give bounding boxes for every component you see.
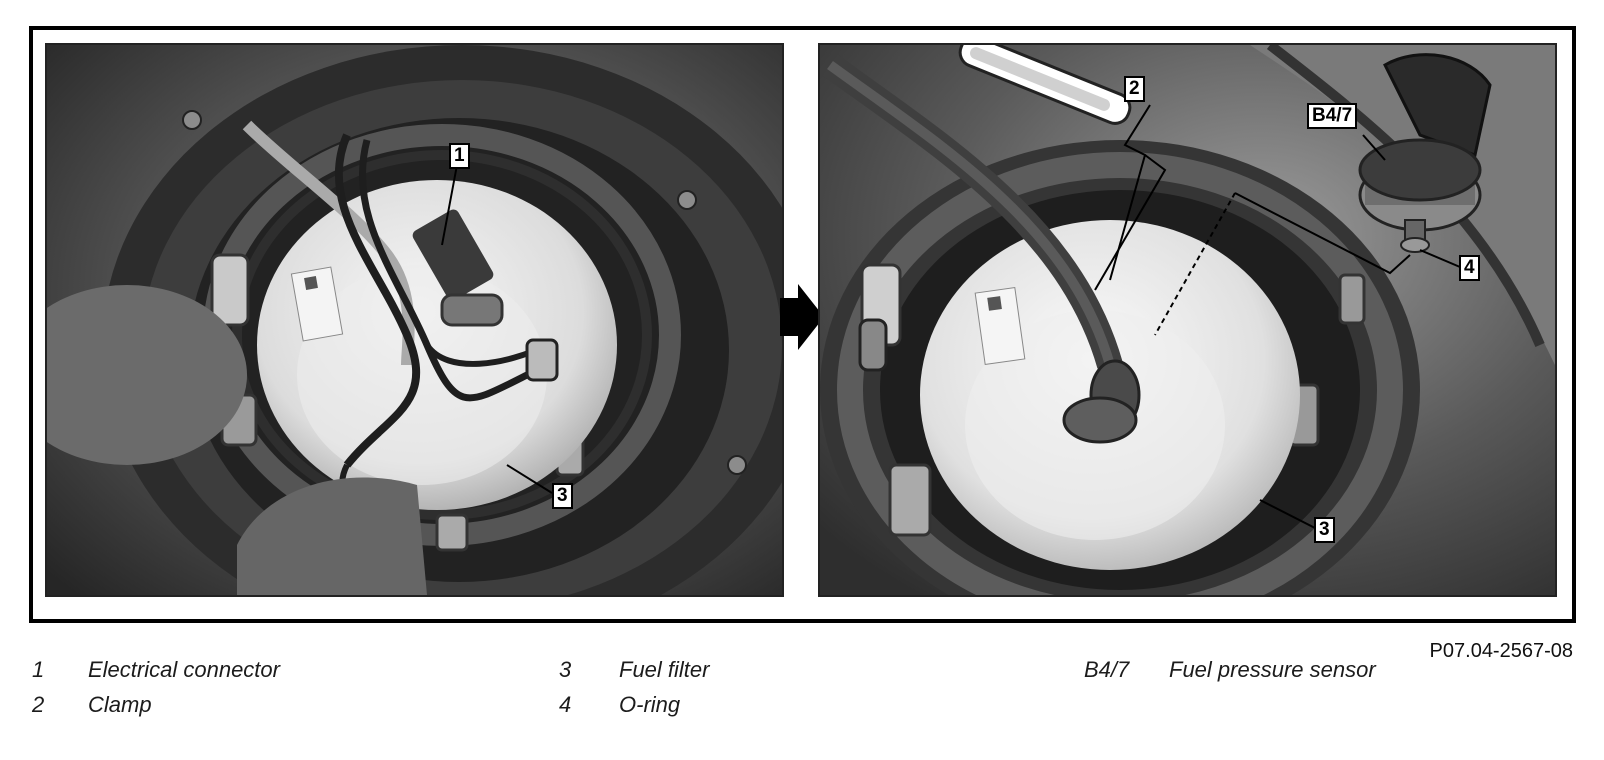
legend-number: 1 — [32, 657, 45, 682]
figure-reference-code: P07.04-2567-08 — [1429, 640, 1573, 662]
callout-3-fuel-filter: 3 — [552, 483, 573, 509]
photo-right-illustration — [820, 45, 1555, 595]
legend-number: B4/7 — [1084, 657, 1130, 682]
legend-number: 4 — [559, 692, 572, 717]
legend-text: Clamp — [88, 692, 152, 717]
callout-4-o-ring: 4 — [1459, 255, 1480, 281]
photo-fuel-filter-with-pressure-sensor: 2 B4/7 4 3 — [818, 43, 1557, 597]
callout-3-fuel-filter: 3 — [1314, 517, 1335, 543]
callout-2-clamp: 2 — [1124, 76, 1145, 102]
figure-frame: 1 3 — [29, 26, 1576, 623]
legend-text: O-ring — [619, 692, 681, 717]
photo-left-illustration — [47, 45, 782, 595]
legend-text: Fuel pressure sensor — [1169, 657, 1376, 682]
legend-number: 3 — [559, 657, 572, 682]
legend-text: Fuel filter — [619, 657, 710, 682]
legend-number: 2 — [32, 692, 45, 717]
legend-text: Electrical connector — [88, 657, 280, 682]
callout-b47-fuel-pressure-sensor: B4/7 — [1307, 103, 1358, 129]
photo-fuel-pump-with-connector: 1 3 — [45, 43, 784, 597]
callout-1-electrical-connector: 1 — [449, 143, 470, 169]
next-step-arrow-icon — [780, 284, 824, 350]
